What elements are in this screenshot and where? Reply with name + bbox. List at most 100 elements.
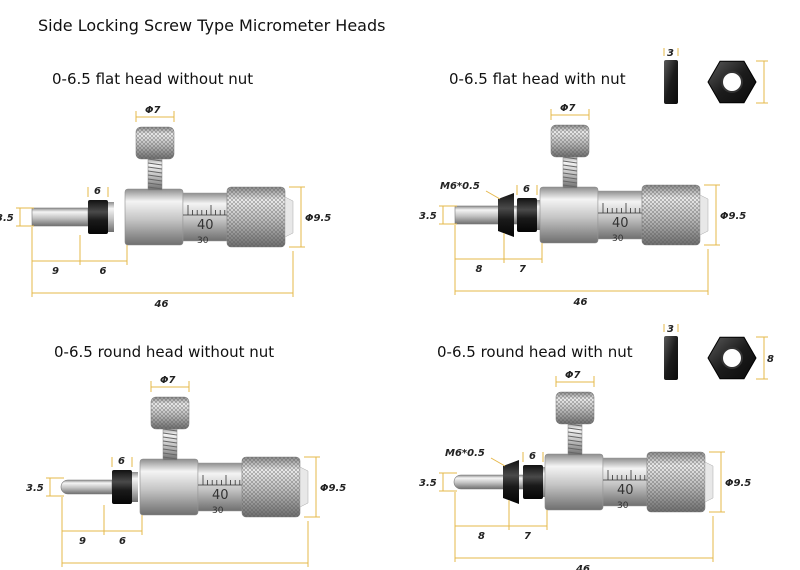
nut-thickness-label: 3 xyxy=(667,48,674,59)
screw-thread xyxy=(147,178,163,182)
thimble-knurling xyxy=(227,187,285,247)
hex-nut-bore xyxy=(721,347,743,369)
screw-thread xyxy=(562,180,578,184)
spindle-diameter-label: 3.5 xyxy=(419,478,437,489)
thread-leader-line xyxy=(490,457,506,467)
thimble-end-cap xyxy=(299,466,309,508)
spindle xyxy=(31,207,89,227)
threaded-sleeve xyxy=(112,470,132,504)
body-cylinder xyxy=(544,453,604,511)
sleeve-width-label: 6 xyxy=(523,184,530,195)
screw-thread xyxy=(562,172,578,176)
screw-thread xyxy=(567,439,583,443)
thread-size-label: M6*0.5 xyxy=(440,181,480,192)
thimble-diameter-label: Φ9.5 xyxy=(725,478,751,489)
thimble-diameter-label: Φ9.5 xyxy=(320,483,346,494)
threaded-sleeve xyxy=(517,198,537,232)
screw-thread xyxy=(567,427,583,431)
knob-diameter-label: Φ7 xyxy=(560,103,576,114)
sleeve-width-label: 6 xyxy=(118,456,125,467)
panel-title-round-without-nut: 0-6.5 round head without nut xyxy=(54,343,275,361)
knob-diameter-label: Φ7 xyxy=(565,370,581,381)
screw-thread xyxy=(567,447,583,451)
total-length-label: 46 xyxy=(573,297,588,308)
knob-knurling xyxy=(551,125,589,157)
threaded-sleeve xyxy=(523,465,543,499)
spindle-diameter-label: 3.5 xyxy=(0,213,14,224)
scale-number-lower: 30 xyxy=(617,501,629,511)
nut-detail-top: 3 xyxy=(663,48,768,104)
segment-a-label: 8 xyxy=(476,264,483,275)
screw-thread xyxy=(567,443,583,447)
scale-barrel xyxy=(197,462,243,512)
screw-thread xyxy=(562,164,578,168)
thread-leader-line xyxy=(485,190,501,200)
segment-b-label: 6 xyxy=(100,266,107,277)
segment-b-label: 6 xyxy=(119,536,126,547)
spindle-diameter-label: 3.5 xyxy=(419,211,437,222)
screw-thread xyxy=(147,158,163,162)
scale-number-lower: 30 xyxy=(197,236,209,246)
segment-b-label: 7 xyxy=(519,264,526,275)
nut-thickness-label: 3 xyxy=(667,324,674,335)
screw-thread xyxy=(147,182,163,186)
spindle xyxy=(60,479,113,495)
screw-thread xyxy=(147,170,163,174)
lock-nut xyxy=(498,193,514,237)
panel-title-flat-without-nut: 0-6.5 flat head without nut xyxy=(52,70,254,88)
screw-thread xyxy=(147,162,163,166)
screw-thread xyxy=(562,184,578,188)
screw-thread xyxy=(567,451,583,455)
scale-barrel xyxy=(602,457,648,507)
segment-a-label: 9 xyxy=(79,536,86,547)
screw-thread xyxy=(162,428,178,432)
body-cylinder xyxy=(139,458,199,516)
thimble-diameter-label: Φ9.5 xyxy=(720,211,746,222)
nut-side-view xyxy=(664,336,678,380)
body-cylinder xyxy=(124,188,184,246)
nut-side-view xyxy=(664,60,678,104)
sleeve-width-label: 6 xyxy=(529,451,536,462)
scale-barrel xyxy=(597,190,643,240)
screw-thread xyxy=(562,160,578,164)
segment-a-label: 8 xyxy=(478,531,485,542)
screw-thread xyxy=(162,444,178,448)
knob-knurling xyxy=(556,392,594,424)
panel-title-round-with-nut: 0-6.5 round head with nut xyxy=(437,343,633,361)
thimble-knurling xyxy=(642,185,700,245)
lock-nut xyxy=(503,460,519,504)
knob-knurling xyxy=(151,397,189,429)
thimble-diameter-label: Φ9.5 xyxy=(305,213,331,224)
screw-thread xyxy=(162,436,178,440)
screw-thread xyxy=(162,432,178,436)
thimble-end-cap xyxy=(699,194,709,236)
screw-thread xyxy=(162,452,178,456)
screw-thread xyxy=(562,168,578,172)
hex-nut-bore xyxy=(721,71,743,93)
segment-a-label: 9 xyxy=(52,266,59,277)
thimble-knurling xyxy=(242,457,300,517)
thread-size-label: M6*0.5 xyxy=(445,448,485,459)
nut-size-label: 8 xyxy=(767,354,774,365)
knob-diameter-label: Φ7 xyxy=(160,375,176,386)
screw-thread xyxy=(562,156,578,160)
screw-thread xyxy=(562,176,578,180)
screw-thread xyxy=(567,423,583,427)
scale-number-main: 40 xyxy=(212,488,229,503)
scale-number-lower: 30 xyxy=(212,506,224,516)
sleeve-ring xyxy=(108,202,114,232)
scale-number-lower: 30 xyxy=(612,234,624,244)
thimble-end-cap xyxy=(284,196,294,238)
knob-diameter-label: Φ7 xyxy=(145,105,161,116)
scale-number-main: 40 xyxy=(617,483,634,498)
thimble-knurling xyxy=(647,452,705,512)
total-length-label: 46 xyxy=(575,564,590,570)
spindle-diameter-label: 3.5 xyxy=(26,483,44,494)
screw-thread xyxy=(567,431,583,435)
sleeve-ring xyxy=(132,472,138,502)
thimble-end-cap xyxy=(704,461,714,503)
